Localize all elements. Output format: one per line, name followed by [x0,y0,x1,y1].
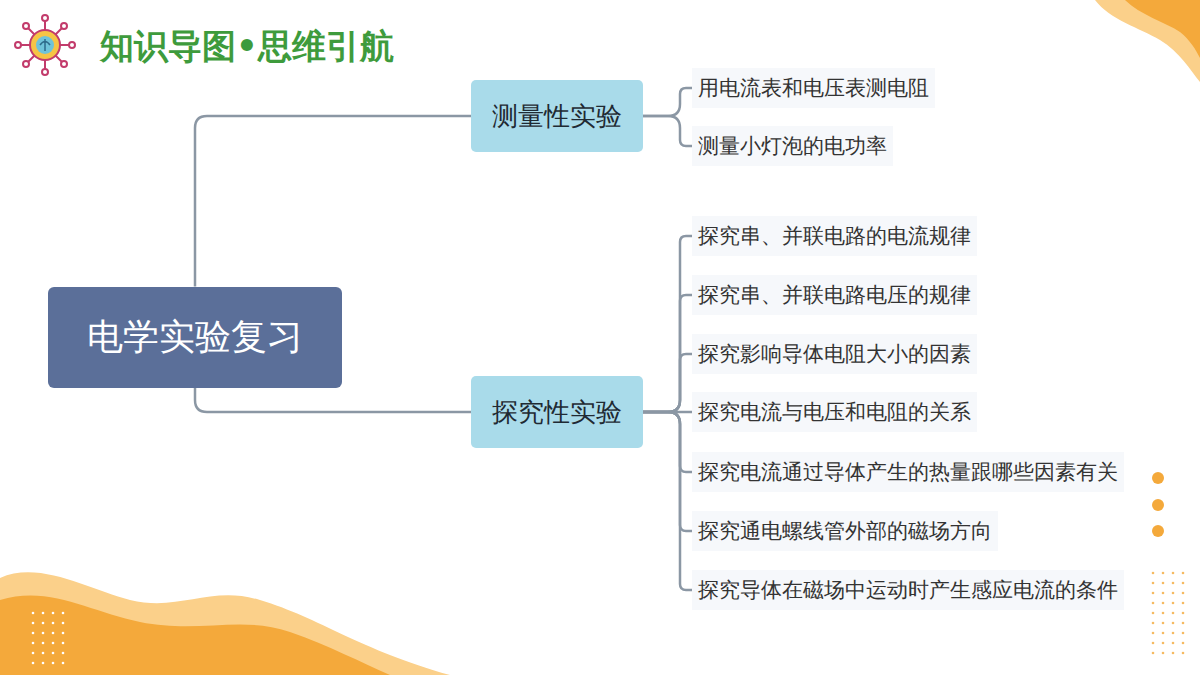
accent-dot [1152,472,1164,484]
node-label: 探究导体在磁场中运动时产生感应电流的条件 [698,576,1118,604]
leaf-item: 探究通电螺线管外部的磁场方向 [692,511,998,551]
leaf-item: 探究影响导体电阻大小的因素 [692,334,977,374]
node-label: 测量性实验 [492,99,622,134]
node-label: 测量小灯泡的电功率 [698,132,887,160]
connector [643,295,692,412]
connector [643,88,692,116]
connector [195,388,471,413]
leaf-item: 探究电流通过导体产生的热量跟哪些因素有关 [692,452,1124,492]
node-label: 用电流表和电压表测电阻 [698,74,929,102]
node-label: 探究电流通过导体产生的热量跟哪些因素有关 [698,458,1118,486]
connector [195,116,471,287]
dot-grid [1150,570,1190,660]
node-label: 探究串、并联电路电压的规律 [698,281,971,309]
connector [643,412,692,590]
corner-blob [0,596,390,675]
root-box: 电学实验复习 [48,287,342,388]
connector [643,236,692,412]
node-label: 探究通电螺线管外部的磁场方向 [698,517,992,545]
leaf-item: 探究串、并联电路电压的规律 [692,275,977,315]
leaf-item: 测量小灯泡的电功率 [692,126,893,166]
page-title: 知识导图•思维引航 [100,24,394,70]
leaf-item: 探究电流与电压和电阻的关系 [692,392,977,432]
corner-blob [1125,0,1200,58]
corner-blob [0,572,450,675]
node-label: 探究电流与电压和电阻的关系 [698,398,971,426]
brain-icon [15,15,75,75]
dot-grid [30,605,70,665]
leaf-item: 探究串、并联电路的电流规律 [692,216,977,256]
connector [643,354,692,412]
node-label: 电学实验复习 [87,313,303,362]
category-box: 探究性实验 [471,376,643,448]
accent-dot [1152,525,1164,537]
category-box: 测量性实验 [471,80,643,152]
leaf-item: 探究导体在磁场中运动时产生感应电流的条件 [692,570,1124,610]
leaf-item: 用电流表和电压表测电阻 [692,68,935,108]
node-label: 探究影响导体电阻大小的因素 [698,340,971,368]
node-label: 探究串、并联电路的电流规律 [698,222,971,250]
connector [643,412,692,531]
connector [643,116,692,146]
corner-blob [1095,0,1200,82]
accent-dot [1152,499,1164,511]
node-label: 探究性实验 [492,395,622,430]
connector [643,412,692,472]
